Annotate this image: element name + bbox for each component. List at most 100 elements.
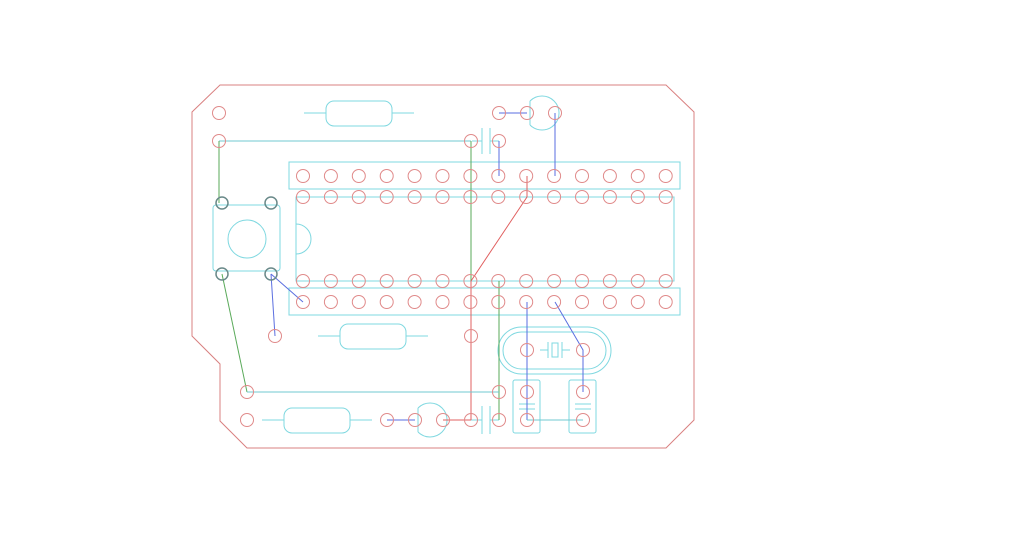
traces: [218, 112, 584, 421]
pad-20: [492, 413, 506, 427]
ic-pad-row1-9: [547, 190, 562, 204]
ic-pad-row0-2: [351, 169, 366, 183]
pad-1: [212, 134, 226, 148]
ic-pad-row3-1: [323, 295, 338, 309]
ic-pad-row3-4: [407, 295, 422, 309]
ic-pad-row0-0: [296, 169, 310, 183]
pad-22: [576, 413, 590, 427]
pad-17: [408, 413, 422, 427]
ic-pad-row2-2: [351, 274, 366, 288]
ic-pad-row2-12: [630, 274, 645, 288]
ic-pad-row1-0: [296, 190, 310, 204]
pad-7: [268, 329, 282, 343]
button-pad-2: [215, 267, 229, 281]
ic-pad-row0-3: [379, 169, 394, 183]
capacitor-icon-bottom: [471, 406, 499, 434]
pad-12: [492, 385, 506, 399]
ic-pad-row3-2: [351, 295, 366, 309]
ic-pad-row0-5: [435, 169, 450, 183]
pad-15: [240, 413, 254, 427]
trace-blue-button: [270, 273, 304, 303]
ic-pad-row2-13: [658, 274, 673, 288]
resistor-icon-middle: [318, 323, 428, 350]
ic-pad-row2-1: [323, 274, 338, 288]
pad-8: [464, 329, 478, 343]
ic-pad-row3-10: [575, 295, 589, 309]
trace-red-diagonal: [470, 176, 528, 282]
pad-2: [464, 134, 478, 148]
ic-pad-row2-10: [575, 274, 589, 288]
ic-pad-row3-13: [658, 295, 673, 309]
ic-pad-row1-1: [323, 190, 338, 204]
pad-10: [576, 343, 590, 357]
ic-pad-row3-11: [602, 295, 617, 309]
trace-blue-button-down: [270, 273, 276, 337]
ic-pad-row1-6: [463, 190, 478, 204]
ic-pad-row0-4: [407, 169, 422, 183]
ic-pad-row3-0: [296, 295, 310, 309]
ic-pad-row2-7: [491, 274, 506, 288]
ic-pad-row3-6: [463, 295, 478, 309]
ic-pad-row1-8: [519, 190, 534, 204]
pad-13: [520, 385, 534, 399]
button-pad-1: [264, 196, 278, 210]
ic-pad-row1-3: [379, 190, 394, 204]
ic-pad-row0-7: [491, 169, 506, 183]
ic-pad-row3-9: [547, 295, 562, 309]
ic-pad-row0-13: [658, 169, 673, 183]
pad-19: [464, 413, 478, 427]
pads-layer: [212, 106, 673, 427]
ic-pad-row0-11: [602, 169, 617, 183]
ic-pad-row1-11: [602, 190, 617, 204]
led-icon-top: [529, 95, 560, 131]
pad-16: [380, 413, 394, 427]
board-outline: [191, 84, 695, 449]
button-pad-0: [215, 196, 229, 210]
ic-pad-row1-2: [351, 190, 366, 204]
ic-pad-row1-10: [575, 190, 589, 204]
ic-pad-row1-5: [435, 190, 450, 204]
ic-pad-row3-7: [491, 295, 506, 309]
pad-0: [212, 106, 226, 120]
pad-9: [520, 343, 534, 357]
ic-socket-icon: [295, 196, 675, 282]
header-strip-top: [288, 161, 681, 190]
ic-pad-row2-4: [407, 274, 422, 288]
pad-11: [240, 385, 254, 399]
header-strip-bottom: [288, 287, 681, 316]
ic-pad-row1-7: [491, 190, 506, 204]
crystal-icon: [497, 326, 612, 375]
pad-14: [576, 385, 590, 399]
ic-pad-row2-5: [435, 274, 450, 288]
ic-pad-row2-9: [547, 274, 562, 288]
ic-pad-row0-6: [463, 169, 478, 183]
ic-pad-row0-1: [323, 169, 338, 183]
pad-21: [520, 413, 534, 427]
ic-pad-row3-5: [435, 295, 450, 309]
ic-pad-row0-12: [630, 169, 645, 183]
ic-pad-row0-10: [575, 169, 589, 183]
ic-pad-row1-12: [630, 190, 645, 204]
ic-pad-row2-11: [602, 274, 617, 288]
ic-pad-row0-8: [519, 169, 534, 183]
resistor-icon-bottom: [262, 407, 372, 434]
pad-18: [436, 413, 450, 427]
pad-5: [520, 106, 534, 120]
ic-pad-row1-13: [658, 190, 673, 204]
ic-pad-row2-0: [296, 274, 310, 288]
ic-pad-row1-4: [407, 190, 422, 204]
button-pad-3: [264, 267, 278, 281]
ic-pad-row2-8: [519, 274, 534, 288]
pad-4: [492, 106, 506, 120]
ic-pad-row3-8: [519, 295, 534, 309]
ic-pad-row3-3: [379, 295, 394, 309]
ic-pad-row2-6: [463, 274, 478, 288]
trace-green-button: [221, 273, 248, 393]
pad-6: [548, 106, 562, 120]
ic-pad-row3-12: [630, 295, 645, 309]
resistor-icon-top: [304, 100, 414, 127]
ic-pad-row0-9: [547, 169, 562, 183]
